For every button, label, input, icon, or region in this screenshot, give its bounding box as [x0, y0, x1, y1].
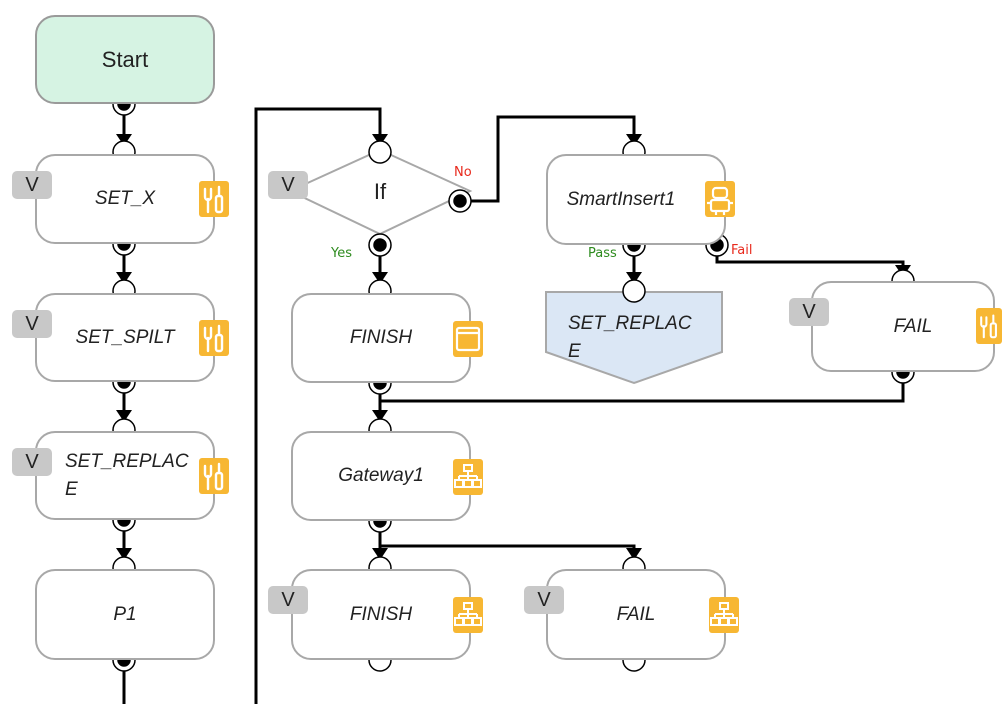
fail-right-label: FAIL	[893, 315, 933, 337]
v-badge[interactable]: V	[12, 171, 52, 199]
set-replace-2-text: SET_REPLAC E	[568, 313, 692, 362]
v-badge[interactable]: V	[268, 586, 308, 614]
gateway-label: Gateway1	[338, 465, 424, 486]
set-replace-node[interactable]: SET_REPLAC E	[35, 431, 215, 520]
set-x-label: SET_X	[94, 188, 156, 209]
fail-bottom-node[interactable]: FAIL	[546, 569, 726, 660]
finish-2-node[interactable]: FINISH	[291, 569, 471, 660]
tools-icon[interactable]	[199, 181, 229, 217]
v-badge[interactable]: V	[789, 298, 829, 326]
v-badge[interactable]: V	[268, 171, 308, 199]
tools-icon[interactable]	[199, 320, 229, 356]
tools-icon[interactable]	[976, 308, 1002, 344]
start-node[interactable]: Start	[35, 15, 215, 104]
set-spilt-label: SET_SPILT	[75, 326, 175, 348]
if-diamond	[287, 148, 473, 236]
tools-icon[interactable]	[199, 458, 229, 494]
robot-icon[interactable]	[705, 181, 735, 217]
pass-label: Pass	[588, 246, 617, 261]
smart-insert-node[interactable]: SmartInsert1	[546, 154, 726, 245]
v-badge[interactable]: V	[12, 310, 52, 338]
start-label: Start	[101, 46, 149, 72]
set-x-node[interactable]: SET_X	[35, 154, 215, 244]
window-icon[interactable]	[453, 321, 483, 357]
gateway-node[interactable]: Gateway1	[291, 431, 471, 521]
edge-loop-to-if	[254, 107, 382, 704]
smart-insert-label: SmartInsert1	[566, 188, 676, 210]
set-replace-2-label: SET_REPLAC E	[568, 310, 718, 368]
fail-right-node[interactable]: FAIL	[811, 281, 995, 372]
no-label: No	[454, 165, 472, 180]
edge-if-no	[462, 115, 636, 203]
v-badge[interactable]: V	[524, 586, 564, 614]
hierarchy-icon[interactable]	[453, 459, 483, 495]
fail-edge-label: Fail	[731, 243, 753, 258]
hierarchy-icon[interactable]	[453, 597, 483, 633]
fail-bottom-label: FAIL	[616, 603, 656, 625]
yes-label: Yes	[331, 246, 352, 261]
edge-gateway-fail	[380, 544, 636, 556]
p1-label: P1	[113, 603, 137, 625]
set-replace-text: SET_REPLAC E	[65, 450, 189, 500]
set-replace-pentagon	[545, 291, 723, 385]
set-replace-label: SET_REPLAC E	[37, 433, 213, 518]
set-spilt-node[interactable]: SET_SPILT	[35, 293, 215, 382]
finish-2-label: FINISH	[349, 603, 413, 625]
p1-node[interactable]: P1	[35, 569, 215, 660]
finish-1-node[interactable]: FINISH	[291, 293, 471, 383]
finish-1-label: FINISH	[349, 327, 413, 348]
if-label: If	[373, 179, 387, 204]
v-badge[interactable]: V	[12, 448, 52, 476]
hierarchy-icon[interactable]	[709, 597, 739, 633]
